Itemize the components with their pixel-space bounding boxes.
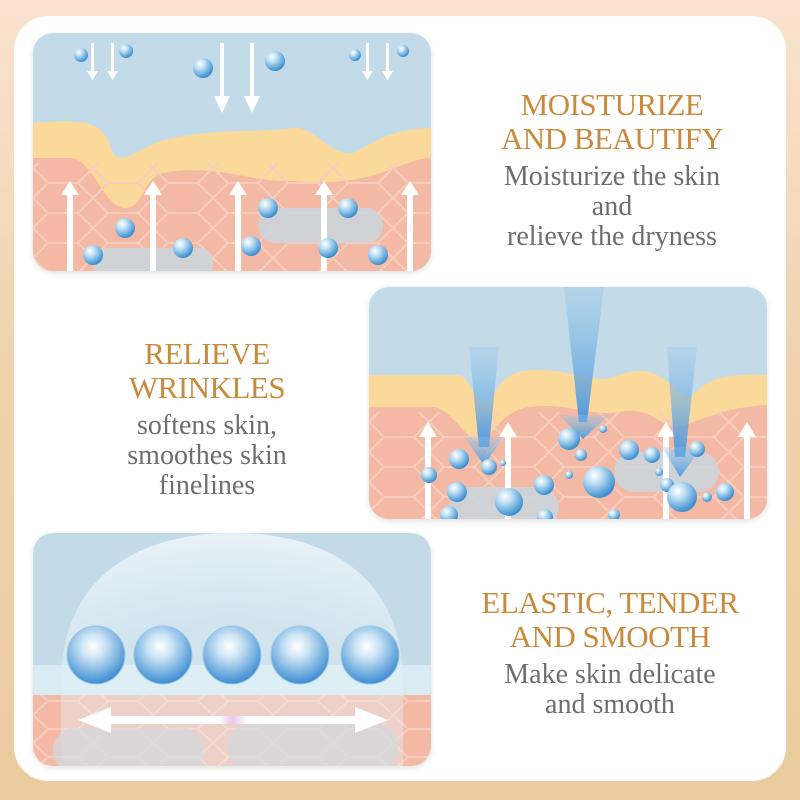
section-moisturize-text: MOISTURIZE AND BEAUTIFY Moisturize the s…	[462, 88, 762, 252]
section-smooth-text: ELASTIC, TENDER AND SMOOTH Make skin del…	[452, 586, 768, 720]
section-title: ELASTIC, TENDER AND SMOOTH	[481, 585, 739, 654]
smooth-skin-barrier-illustration	[33, 533, 431, 766]
section-description: Make skin delicate and smooth	[504, 659, 716, 720]
moisture-penetration-illustration	[33, 33, 431, 271]
deep-hydration-illustration	[369, 287, 767, 519]
section-description: Moisturize the skin and relieve the dryn…	[503, 161, 721, 252]
section-title: MOISTURIZE AND BEAUTIFY	[500, 87, 724, 156]
section-wrinkles-text: RELIEVE WRINKLES softens skin, smoothes …	[62, 337, 352, 501]
section-title: RELIEVE WRINKLES	[128, 336, 286, 405]
section-description: softens skin, smoothes skin finelines	[127, 410, 287, 501]
